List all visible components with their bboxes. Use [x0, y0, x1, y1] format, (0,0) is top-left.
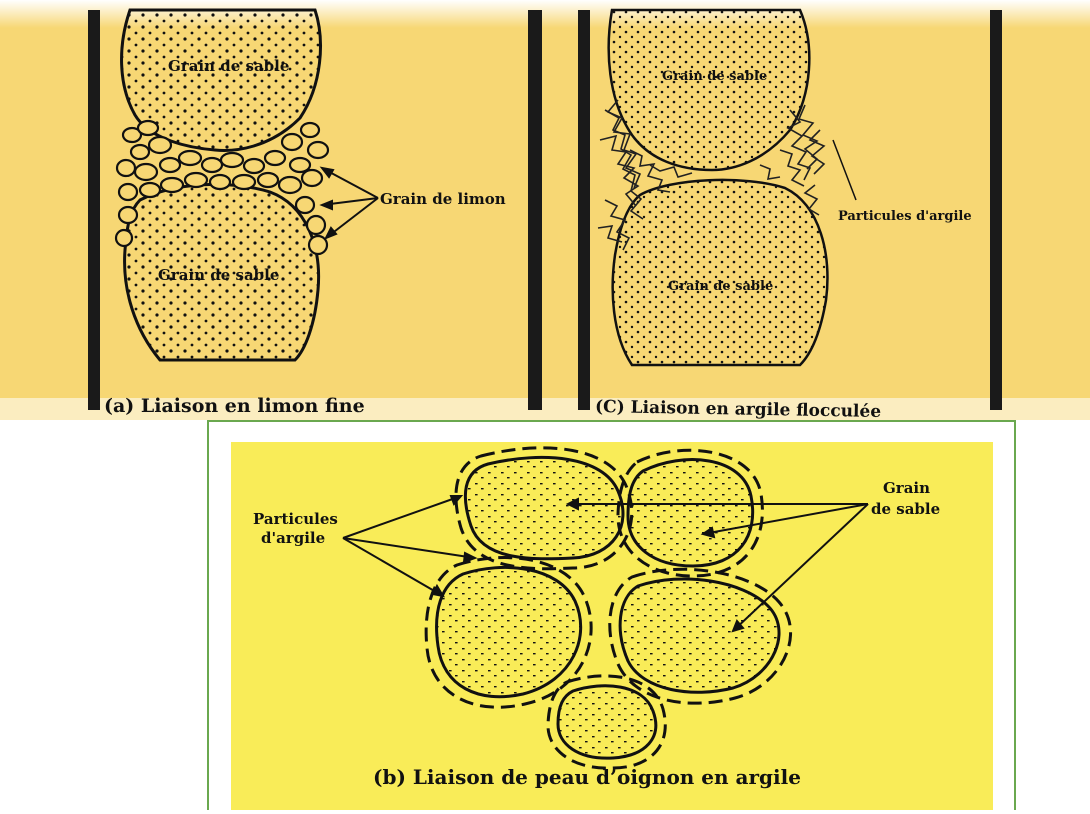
panel-b-left-label-line1: Particules [253, 510, 338, 528]
divider-bar-4 [990, 10, 1002, 410]
panel-a-caption: (a) Liaison en limon fine [104, 395, 365, 417]
divider-bar-3 [578, 10, 590, 410]
panel-c-grain-bottom-label: Grain de sable [668, 279, 773, 294]
sand-grain-bottom [613, 180, 828, 365]
panel-b: Particules d'argile Grain de sable (b) L… [213, 426, 1010, 810]
panel-a-grain-bottom-label: Grain de sable [158, 266, 279, 284]
panel-a-callout-label: Grain de limon [380, 190, 506, 208]
top-diagrams: Grain de sable Grain de sable Grain de l… [0, 0, 1090, 420]
panel-b-right-label-line2: de sable [871, 500, 940, 518]
panel-b-left-label-line2: d'argile [261, 529, 325, 547]
divider-bar-2 [528, 10, 542, 410]
panel-c-callout-label: Particules d'argile [838, 209, 972, 224]
divider-bar-1 [88, 10, 100, 410]
panel-b-caption: (b) Liaison de peau d’oignon en argile [373, 765, 801, 789]
panel-c-grain-top-label: Grain de sable [662, 69, 767, 84]
panel-a-grain-top-label: Grain de sable [168, 57, 289, 75]
panel-b-right-label-line1: Grain [883, 479, 930, 497]
panel-c-caption: (C) Liaison en argile flocculée [595, 397, 882, 420]
